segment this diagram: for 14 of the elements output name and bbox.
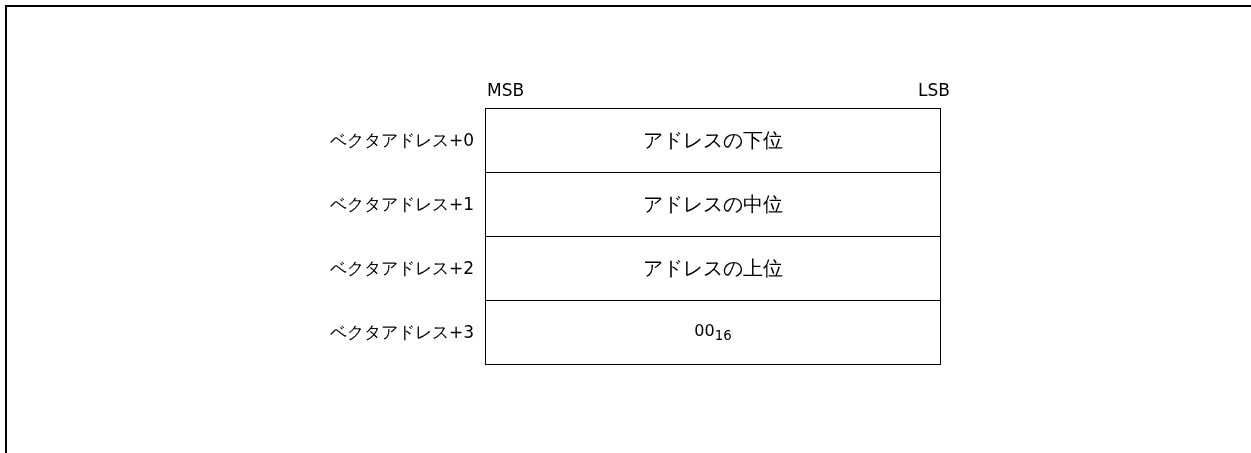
cell-text: アドレスの上位 [643, 255, 783, 282]
bit-order-label: LSB [918, 80, 950, 100]
memory-cell [485, 301, 941, 365]
row-address-label: ベクタアドレス+3 [329, 321, 474, 344]
row-address-label: ベクタアドレス+1 [329, 193, 474, 216]
memory-cell [485, 108, 941, 173]
cell-text: アドレスの中位 [643, 191, 783, 218]
row-address-label: ベクタアドレス+2 [329, 257, 474, 280]
bit-order-label: MSB [487, 80, 525, 100]
cell-text: アドレスの下位 [643, 127, 783, 154]
cell-text: 00$_{16}$ [694, 321, 732, 344]
memory-cell [485, 237, 941, 301]
memory-cell [485, 173, 941, 237]
row-address-label: ベクタアドレス+0 [329, 129, 474, 152]
